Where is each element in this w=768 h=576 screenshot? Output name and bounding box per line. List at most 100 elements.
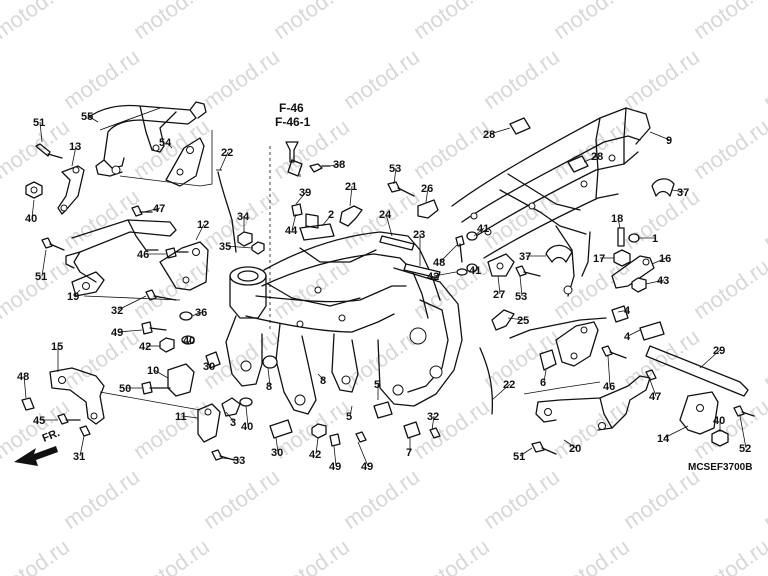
callout-leader-11 [181,415,199,419]
bolt-49-left [141,321,167,335]
right-footpeg-bracket-upper [509,317,607,371]
callout-42: 42 [139,341,151,353]
callout-leader-42 [315,437,319,455]
callout-leader-2 [321,213,333,227]
watermark-text: motod.ru [409,394,494,464]
bolt-52 [733,405,755,417]
watermark-text: motod.ru [619,464,704,534]
callout-leader-8 [317,373,325,381]
watermark-text: motod.ru [689,534,768,576]
callout-18: 18 [611,213,623,225]
watermark-text: motod.ru [549,394,634,464]
callout-17: 17 [593,253,605,265]
bolt-51-right [531,441,557,455]
watermark-text: motod.ru [129,0,214,44]
callout-leader-20 [563,439,577,449]
bolt-49-lower [355,431,367,443]
watermark-text: motod.ru [759,464,768,534]
callout-leader-16 [651,257,667,265]
watermark-text: motod.ru [409,0,494,44]
callout-30: 30 [271,447,283,459]
callout-5: 5 [346,411,352,423]
watermark-text: motod.ru [0,464,4,534]
callout-leader-47 [143,207,161,213]
callout-1: 1 [652,233,658,245]
collar-8 [262,355,278,369]
callout-49: 49 [361,461,373,473]
callout-54: 54 [159,137,172,149]
callout-45: 45 [33,415,45,427]
callout-43: 43 [657,275,669,287]
rubber-30-bottom [269,419,293,439]
callout-leader-22 [491,383,511,401]
callout-36: 36 [195,307,207,319]
callout-51: 51 [33,117,45,129]
callout-21: 21 [345,181,357,193]
watermark-text: motod.ru [479,464,564,534]
callout-33: 33 [233,455,245,467]
callout-39: 39 [299,187,311,199]
callout-leader-44 [291,213,297,231]
callout-leader-10 [153,369,169,379]
callout-leader-6 [543,369,547,383]
callout-leader-14 [663,425,689,439]
callout-44: 44 [285,225,298,237]
callout-leader-33 [221,457,241,461]
bolt-32-lower [429,427,441,439]
bolt-48-mid [455,235,468,276]
callout-leader-22 [219,151,229,171]
nut-42-left [159,337,175,353]
nut-40-right [711,429,729,447]
callout-leader-32 [117,295,147,311]
bracket-13 [57,165,85,215]
watermark-text: motod.ru [0,44,4,114]
callout-32: 32 [111,305,123,317]
callout-20: 20 [569,443,581,455]
watermark-text: motod.ru [759,324,768,394]
callout-27: 27 [493,289,505,301]
bolt-32 [145,289,177,301]
callout-leader-19 [73,289,81,297]
callout-leader-12 [195,223,205,241]
callout-leader-28 [489,127,511,135]
callout-leader-55 [87,115,99,123]
bolt-46 [165,247,189,259]
bolt-18 [617,227,625,247]
callout-6: 6 [540,377,546,389]
bracket-25 [491,309,515,331]
callout-leader-53 [519,275,523,297]
watermark-text: motod.ru [59,464,144,534]
watermark-text: motod.ru [59,44,144,114]
ref-label-f46-1: F-46-1 [275,115,311,129]
callout-leader-40 [31,199,35,219]
callout-11: 11 [175,411,187,423]
callout-leader-49 [117,329,143,333]
bolt-53-lower [515,265,541,277]
callout-48: 48 [433,257,445,269]
callout-leader-54 [165,141,173,149]
callout-51: 51 [513,451,525,463]
callout-49: 49 [329,461,341,473]
clamp-37-mid [545,244,573,263]
callout-51: 51 [35,271,47,283]
callout-leader-4 [627,329,641,337]
bolt-45 [57,413,81,425]
nut-34 [237,231,253,247]
callout-28: 28 [591,151,603,163]
callout-26: 26 [421,183,433,195]
callout-46: 46 [137,249,149,261]
bolt-53-upper [387,181,415,197]
callout-leader-47 [649,379,657,397]
callout-7: 7 [406,447,412,459]
callout-leader-49 [357,441,369,467]
watermark-text: motod.ru [129,394,214,464]
callout-41: 41 [469,265,481,277]
watermark-text: motod.ru [269,254,354,324]
watermark-text: motod.ru [339,464,424,534]
bracket-11 [197,403,221,443]
callout-leader-51 [41,249,47,277]
watermark-text: motod.ru [759,184,768,254]
watermark-text: motod.ru [409,534,494,576]
callout-19: 19 [67,291,79,303]
callout-leader-24 [385,213,393,237]
